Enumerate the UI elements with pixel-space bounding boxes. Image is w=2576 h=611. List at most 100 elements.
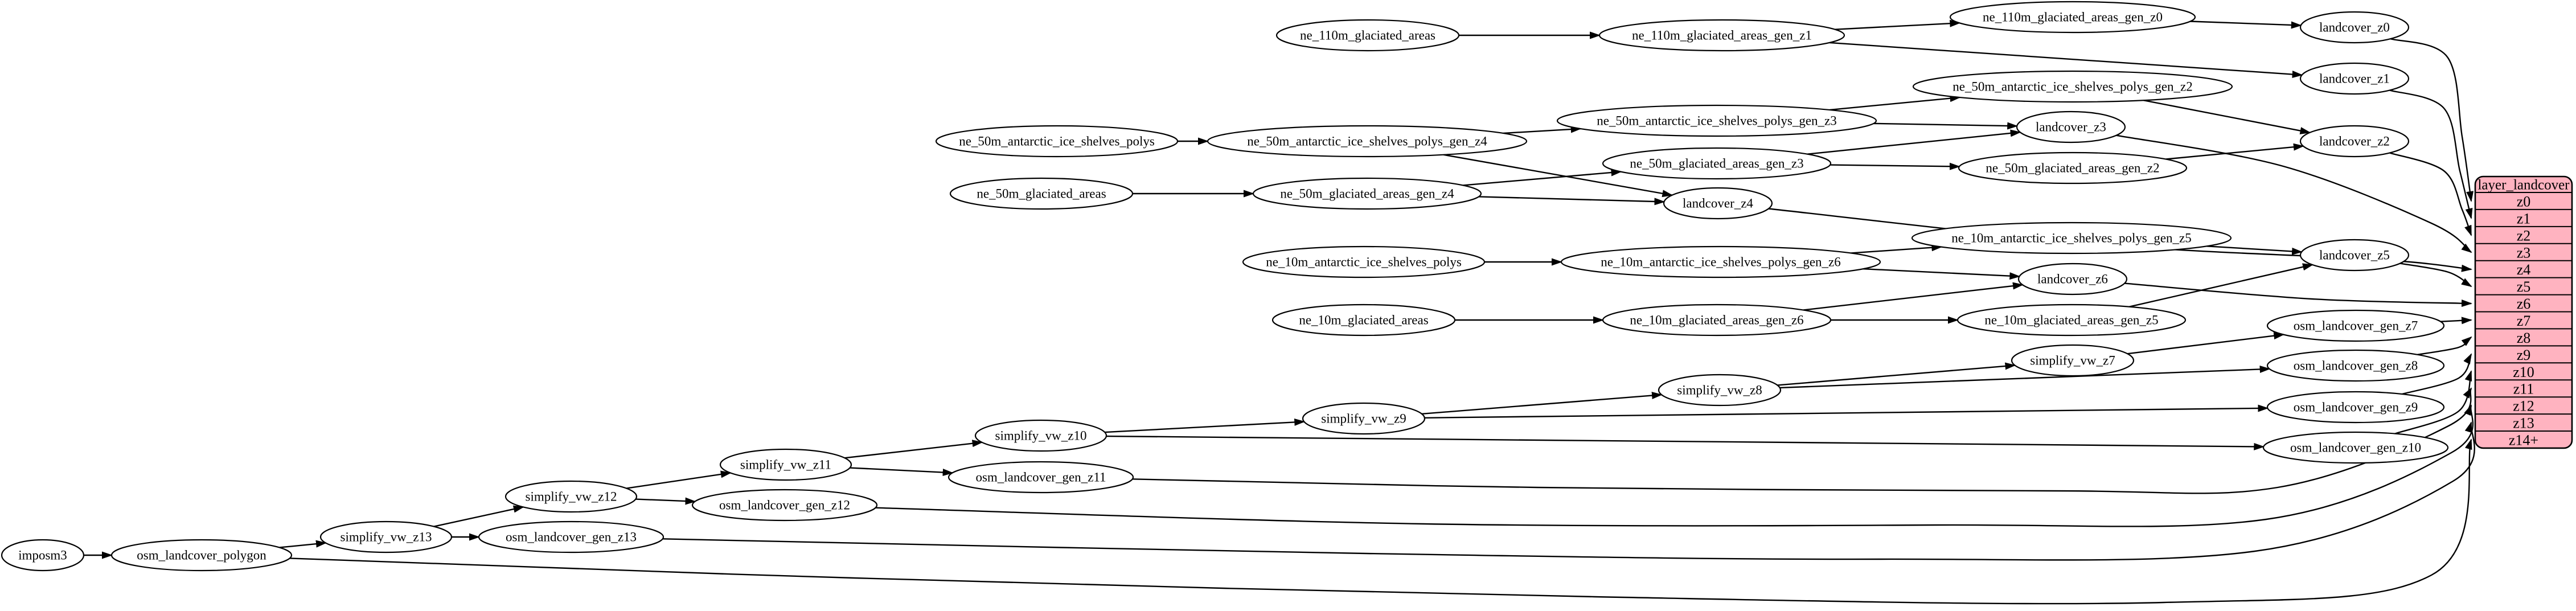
node-label: ne_10m_glaciated_areas [1299, 313, 1428, 327]
node-osm_landcover_gen_z11: osm_landcover_gen_z11 [947, 461, 1134, 494]
node-ellipse [947, 461, 1134, 494]
edge-landcover_z6--row-z6 [2124, 282, 2472, 307]
table-row-label: z5 [2517, 278, 2531, 295]
node-simplify_vw_z12: simplify_vw_z12 [504, 480, 638, 513]
node-label: osm_landcover_gen_z9 [2294, 400, 2418, 415]
node-imposm3: imposm3 [1, 539, 85, 572]
node-ellipse [2299, 11, 2410, 44]
node-ellipse [1252, 177, 1482, 210]
node-ne_10m_antarctic_ice_shelves_polys_gen_z6: ne_10m_antarctic_ice_shelves_polys_gen_z… [1560, 245, 1881, 278]
node-ellipse [691, 489, 878, 522]
node-ellipse [2017, 263, 2128, 296]
node-label: ne_50m_glaciated_areas_gen_z2 [1986, 161, 2159, 175]
node-ellipse [719, 448, 852, 481]
edge-ne_10m_antarctic_ice_shelves_polys_gen_z6--ne_10m_antarctic_ice_shelves_polys_gen_z5 [1851, 244, 1943, 254]
node-osm_landcover_polygon: osm_landcover_polygon [110, 539, 293, 572]
node-ellipse [1207, 125, 1528, 158]
edge-ne_10m_glaciated_areas_gen_z6--landcover_z6 [1803, 282, 2024, 311]
node-label: ne_50m_glaciated_areas_gen_z4 [1280, 187, 1454, 201]
node-ellipse [2299, 239, 2410, 272]
table-row-label: z7 [2517, 313, 2531, 329]
edge-simplify_vw_z8--simplify_vw_z7 [1777, 362, 2016, 386]
node-label: ne_110m_glaciated_areas_gen_z1 [1632, 28, 1812, 43]
node-ellipse [1302, 402, 1426, 435]
node-ne_10m_glaciated_areas_gen_z6: ne_10m_glaciated_areas_gen_z6 [1602, 304, 1832, 337]
table-row-z5: z5 [2517, 278, 2531, 295]
node-osm_landcover_gen_z13: osm_landcover_gen_z13 [478, 520, 664, 553]
edge-simplify_vw_z8--osm_landcover_gen_z8 [1779, 365, 2271, 389]
edge-ne_50m_glaciated_areas_gen_z3--landcover_z3 [1807, 129, 2021, 155]
layer-table-title: layer_landcover [2477, 178, 2570, 193]
node-label: ne_50m_glaciated_areas_gen_z3 [1630, 157, 1803, 171]
node-ne_50m_glaciated_areas_gen_z2: ne_50m_glaciated_areas_gen_z2 [1958, 151, 2188, 184]
node-label: ne_10m_antarctic_ice_shelves_polys [1266, 255, 1462, 269]
node-ne_50m_glaciated_areas: ne_50m_glaciated_areas [949, 177, 1134, 210]
node-label: landcover_z0 [2319, 20, 2390, 35]
node-ne_50m_antarctic_ice_shelves_polys_gen_z2: ne_50m_antarctic_ice_shelves_polys_gen_z… [1912, 70, 2233, 103]
node-label: ne_110m_glaciated_areas_gen_z0 [1983, 10, 2163, 24]
node-ellipse [1658, 374, 1782, 407]
node-ellipse [2299, 125, 2410, 158]
edge-landcover_z1--row-z1 [2389, 89, 2473, 219]
table-row-z7: z7 [2517, 313, 2531, 329]
node-label: ne_50m_glaciated_areas [977, 187, 1106, 201]
node-ellipse [1, 539, 85, 572]
node-ellipse [110, 539, 293, 572]
edge-ne_50m_glaciated_areas_gen_z3--ne_50m_glaciated_areas_gen_z2 [1830, 162, 1960, 170]
node-label: landcover_z2 [2319, 134, 2390, 149]
node-label: landcover_z3 [2036, 120, 2106, 134]
node-ellipse [2266, 309, 2445, 342]
table-row-label: z14+ [2509, 432, 2538, 449]
node-simplify_vw_z7: simplify_vw_z7 [2011, 344, 2135, 377]
edge-osm_landcover_gen_z10--row-z10 [2394, 370, 2472, 434]
node-ne_50m_antarctic_ice_shelves_polys_gen_z3: ne_50m_antarctic_ice_shelves_polys_gen_z… [1556, 104, 1877, 137]
node-label: ne_10m_antarctic_ice_shelves_polys_gen_z… [1951, 231, 2192, 245]
table-row-label: z1 [2517, 210, 2531, 227]
edge-simplify_vw_z9--osm_landcover_gen_z9 [1424, 404, 2269, 419]
node-label: simplify_vw_z12 [526, 490, 617, 504]
node-ellipse [1556, 104, 1877, 137]
node-ellipse [2011, 344, 2135, 377]
node-landcover_z3: landcover_z3 [2016, 110, 2126, 143]
table-row-label: z6 [2517, 296, 2531, 312]
edge-osm_landcover_gen_z7--row-z7 [2440, 317, 2472, 325]
node-label: simplify_vw_z7 [2030, 354, 2115, 368]
table-row-label: z12 [2513, 398, 2534, 415]
table-row-label: z11 [2513, 381, 2534, 397]
table-row-z3: z3 [2517, 244, 2531, 261]
node-label: ne_50m_antarctic_ice_shelves_polys [959, 134, 1155, 149]
node-simplify_vw_z11: simplify_vw_z11 [719, 448, 852, 481]
node-ellipse [1275, 19, 1460, 52]
node-ellipse [949, 177, 1134, 210]
edge-simplify_vw_z11--simplify_vw_z10 [844, 440, 983, 459]
edge-ne_50m_glaciated_areas_gen_z4--ne_50m_glaciated_areas_gen_z3 [1463, 169, 1622, 186]
node-ne_50m_antarctic_ice_shelves_polys: ne_50m_antarctic_ice_shelves_polys [935, 125, 1179, 158]
node-landcover_z5: landcover_z5 [2299, 239, 2410, 272]
node-label: osm_landcover_gen_z10 [2290, 441, 2421, 455]
node-ellipse [478, 520, 664, 553]
node-ellipse [935, 125, 1179, 158]
edge-ne_110m_glaciated_areas_gen_z0--landcover_z0 [2190, 20, 2302, 29]
table-row-z1: z1 [2517, 210, 2531, 227]
edge-ne_110m_glaciated_areas_gen_z1--landcover_z1 [1829, 42, 2303, 79]
table-row-z9: z9 [2517, 347, 2531, 363]
table-row-z12: z12 [2513, 398, 2534, 415]
node-ellipse [1958, 151, 2188, 184]
edge-ne_10m_glaciated_areas_gen_z5--landcover_z5 [2129, 263, 2314, 307]
node-ne_50m_glaciated_areas_gen_z4: ne_50m_glaciated_areas_gen_z4 [1252, 177, 1482, 210]
node-label: simplify_vw_z11 [740, 458, 831, 472]
node-label: osm_landcover_gen_z12 [719, 498, 850, 512]
edge-simplify_vw_z11--osm_landcover_gen_z11 [850, 467, 954, 477]
table-row-label: z13 [2513, 415, 2534, 432]
table-row-label: z2 [2517, 227, 2531, 244]
table-row-label: z3 [2517, 244, 2531, 261]
node-ellipse [1663, 187, 1773, 220]
edge-ne_50m_glaciated_areas_gen_z4--landcover_z4 [1478, 196, 1666, 206]
node-ne_10m_antarctic_ice_shelves_polys: ne_10m_antarctic_ice_shelves_polys [1242, 245, 1486, 278]
node-ne_10m_antarctic_ice_shelves_polys_gen_z5: ne_10m_antarctic_ice_shelves_polys_gen_z… [1911, 222, 2232, 255]
node-ellipse [1956, 304, 2187, 337]
graph-edges [84, 19, 2475, 605]
layer-table: layer_landcoverz0z1z2z3z4z5z6z7z8z9z10z1… [2474, 175, 2573, 449]
table-row-z11: z11 [2513, 381, 2534, 397]
